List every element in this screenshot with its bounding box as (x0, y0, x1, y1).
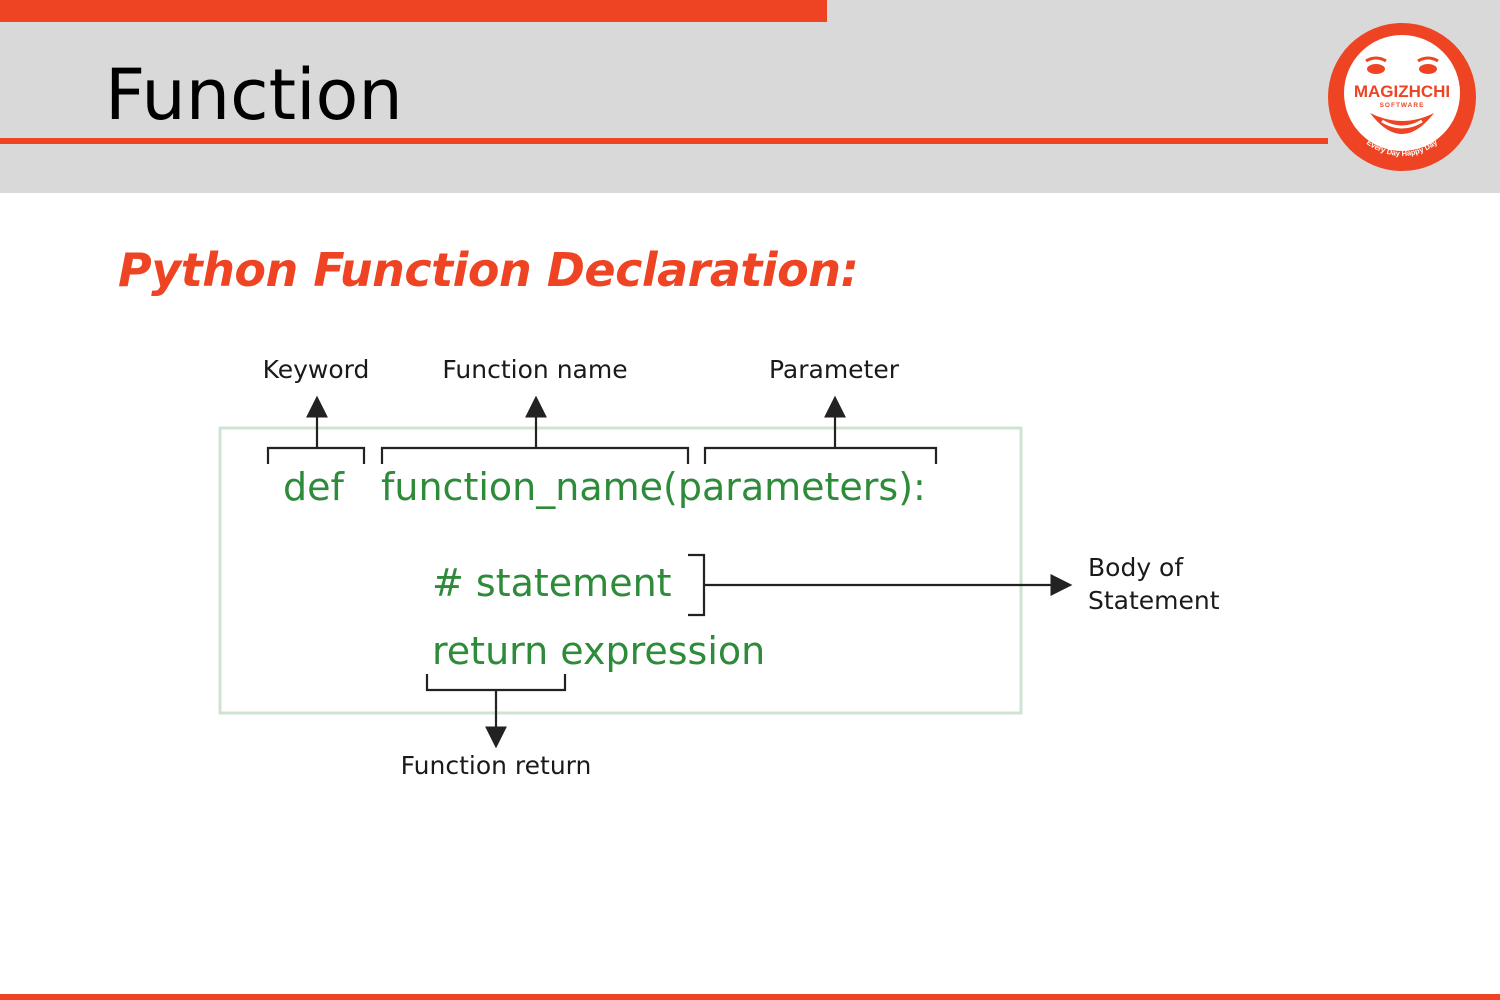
code-box (218, 426, 1023, 715)
code-return: return expression (432, 629, 765, 673)
magizhchi-logo: MAGIZHCHI SOFTWARE Every Day Happy Day (1328, 23, 1476, 171)
code-statement: # statement (432, 561, 672, 605)
logo-right-eye (1419, 64, 1437, 74)
bracket-keyword (266, 446, 366, 464)
logo-sub-text: SOFTWARE (1380, 102, 1425, 109)
function-declaration-diagram: Keyword Function name Parameter def func… (218, 355, 1220, 780)
logo-brand-text: MAGIZHCHI (1354, 82, 1450, 101)
bracket-parameter (703, 446, 938, 464)
section-subtitle: Python Function Declaration: (118, 243, 859, 297)
slide-title: Function (105, 54, 403, 136)
logo-face (1344, 35, 1460, 151)
header-band (0, 0, 1500, 193)
bracket-function-name (380, 446, 690, 464)
label-function-return: Function return (401, 751, 592, 780)
label-keyword: Keyword (263, 355, 370, 384)
label-function-name: Function name (442, 355, 627, 384)
bracket-body (688, 553, 706, 617)
footer-accent-bar (0, 994, 1500, 1000)
logo-left-eye (1367, 64, 1385, 74)
label-parameter: Parameter (769, 355, 900, 384)
label-body-line2: Statement (1088, 586, 1220, 615)
top-accent-bar (0, 0, 827, 22)
code-signature: function_name(parameters): (381, 465, 926, 509)
code-def-keyword: def (283, 465, 346, 509)
title-underline (0, 138, 1328, 144)
logo-smile (1370, 113, 1434, 134)
bracket-return (425, 674, 567, 692)
label-body-line1: Body of (1088, 553, 1184, 582)
